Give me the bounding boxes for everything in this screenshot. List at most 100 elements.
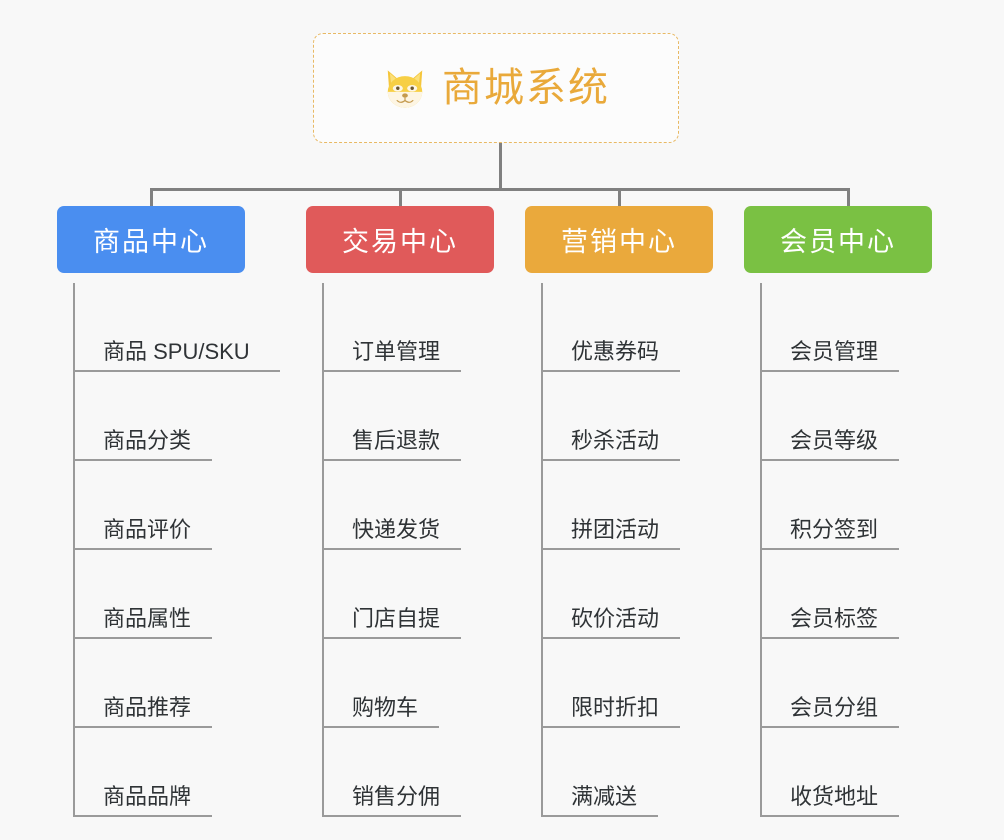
leaf-item-label: 满减送 [571, 784, 638, 809]
leaf-item-label: 商品 SPU/SKU [103, 339, 250, 364]
leaf-item-label: 会员标签 [790, 606, 879, 631]
leaf-item-underline [760, 548, 899, 550]
column-body: 优惠券码 秒杀活动 拼团活动 砍价活动 限时折扣 满减送 [525, 283, 713, 817]
column-spine-line [541, 283, 543, 817]
leaf-item-underline [760, 370, 899, 372]
connector-drop-2 [399, 188, 402, 208]
leaf-item-underline [73, 637, 212, 639]
column-header-trade-center[interactable]: 交易中心 [306, 206, 494, 273]
leaf-item[interactable]: 秒杀活动 [525, 372, 713, 461]
leaf-item[interactable]: 快递发货 [306, 461, 494, 550]
column-spine-line [322, 283, 324, 817]
root-node-shop-system[interactable]: 商城系统 [313, 33, 679, 143]
leaf-item-underline [322, 548, 461, 550]
leaf-item-underline [541, 726, 680, 728]
leaf-item-underline [760, 637, 899, 639]
column-product-center: 商品中心 商品 SPU/SKU 商品分类 商品评价 商品属性 商品推荐 [57, 206, 280, 817]
leaf-item-label: 收货地址 [790, 784, 879, 809]
leaf-item-underline [760, 815, 899, 817]
leaf-item-underline [322, 370, 461, 372]
column-marketing-center: 营销中心 优惠券码 秒杀活动 拼团活动 砍价活动 限时折扣 [525, 206, 713, 817]
leaf-item[interactable]: 商品属性 [57, 550, 245, 639]
leaf-item-label: 会员管理 [790, 339, 879, 364]
column-spine-line [73, 283, 75, 817]
leaf-item[interactable]: 会员标签 [744, 550, 932, 639]
leaf-item[interactable]: 商品评价 [57, 461, 245, 550]
leaf-item-underline [73, 370, 280, 372]
leaf-item-underline [541, 459, 680, 461]
leaf-item[interactable]: 购物车 [306, 639, 494, 728]
leaf-item-label: 砍价活动 [571, 606, 660, 631]
leaf-item-underline [322, 637, 461, 639]
column-header-label: 商品中心 [93, 227, 209, 257]
leaf-item-label: 售后退款 [352, 428, 441, 453]
leaf-item[interactable]: 会员管理 [744, 283, 932, 372]
leaf-item[interactable]: 优惠券码 [525, 283, 713, 372]
column-header-marketing-center[interactable]: 营销中心 [525, 206, 713, 273]
leaf-item-label: 门店自提 [352, 606, 441, 631]
leaf-item[interactable]: 商品 SPU/SKU [57, 283, 280, 372]
leaf-item-underline [322, 459, 461, 461]
column-member-center: 会员中心 会员管理 会员等级 积分签到 会员标签 会员分组 [744, 206, 932, 817]
leaf-item[interactable]: 积分签到 [744, 461, 932, 550]
column-body: 商品 SPU/SKU 商品分类 商品评价 商品属性 商品推荐 商品品牌 [57, 283, 280, 817]
connector-horizontal-bus [150, 188, 850, 191]
leaf-item[interactable]: 拼团活动 [525, 461, 713, 550]
leaf-item[interactable]: 限时折扣 [525, 639, 713, 728]
leaf-item-underline [73, 548, 212, 550]
leaf-item[interactable]: 商品分类 [57, 372, 245, 461]
leaf-item-label: 会员分组 [790, 695, 879, 720]
leaf-item-underline [760, 459, 899, 461]
leaf-item[interactable]: 订单管理 [306, 283, 494, 372]
leaf-item-underline [322, 815, 461, 817]
leaf-item-underline [73, 815, 212, 817]
leaf-item[interactable]: 收货地址 [744, 728, 932, 817]
leaf-item-label: 商品评价 [103, 517, 192, 542]
leaf-item-label: 商品品牌 [103, 784, 192, 809]
leaf-item[interactable]: 售后退款 [306, 372, 494, 461]
leaf-item-underline [541, 548, 680, 550]
column-body: 订单管理 售后退款 快递发货 门店自提 购物车 销售分佣 [306, 283, 494, 817]
leaf-item[interactable]: 砍价活动 [525, 550, 713, 639]
shiba-inu-dog-face-icon [382, 66, 428, 112]
leaf-item-label: 优惠券码 [571, 339, 660, 364]
leaf-item-label: 商品属性 [103, 606, 192, 631]
leaf-item-label: 会员等级 [790, 428, 879, 453]
root-node-title: 商城系统 [442, 66, 610, 110]
leaf-item-underline [73, 459, 212, 461]
leaf-item[interactable]: 会员分组 [744, 639, 932, 728]
connector-drop-3 [618, 188, 621, 208]
leaf-item[interactable]: 销售分佣 [306, 728, 494, 817]
leaf-item-underline [760, 726, 899, 728]
leaf-item-label: 销售分佣 [352, 784, 441, 809]
leaf-item-label: 商品分类 [103, 428, 192, 453]
leaf-item[interactable]: 满减送 [525, 728, 713, 817]
leaf-item-underline [541, 370, 680, 372]
column-body: 会员管理 会员等级 积分签到 会员标签 会员分组 收货地址 [744, 283, 932, 817]
leaf-item-label: 快递发货 [352, 517, 441, 542]
leaf-item-underline [541, 815, 658, 817]
leaf-item-label: 拼团活动 [571, 517, 660, 542]
column-header-label: 交易中心 [342, 227, 458, 257]
leaf-item-label: 限时折扣 [571, 695, 660, 720]
leaf-item[interactable]: 商品品牌 [57, 728, 245, 817]
column-header-product-center[interactable]: 商品中心 [57, 206, 245, 273]
column-spine-line [760, 283, 762, 817]
column-header-label: 营销中心 [561, 227, 677, 257]
leaf-item-label: 购物车 [352, 695, 419, 720]
leaf-item[interactable]: 门店自提 [306, 550, 494, 639]
leaf-item-label: 订单管理 [352, 339, 441, 364]
leaf-item-underline [322, 726, 439, 728]
leaf-item-underline [541, 637, 680, 639]
leaf-item-underline [73, 726, 212, 728]
leaf-item-label: 秒杀活动 [571, 428, 660, 453]
column-header-label: 会员中心 [780, 227, 896, 257]
connector-drop-1 [150, 188, 153, 208]
leaf-item-label: 商品推荐 [103, 695, 192, 720]
column-header-member-center[interactable]: 会员中心 [744, 206, 932, 273]
leaf-item[interactable]: 会员等级 [744, 372, 932, 461]
connector-root-stem [499, 143, 502, 191]
leaf-item[interactable]: 商品推荐 [57, 639, 245, 728]
connector-drop-4 [847, 188, 850, 208]
